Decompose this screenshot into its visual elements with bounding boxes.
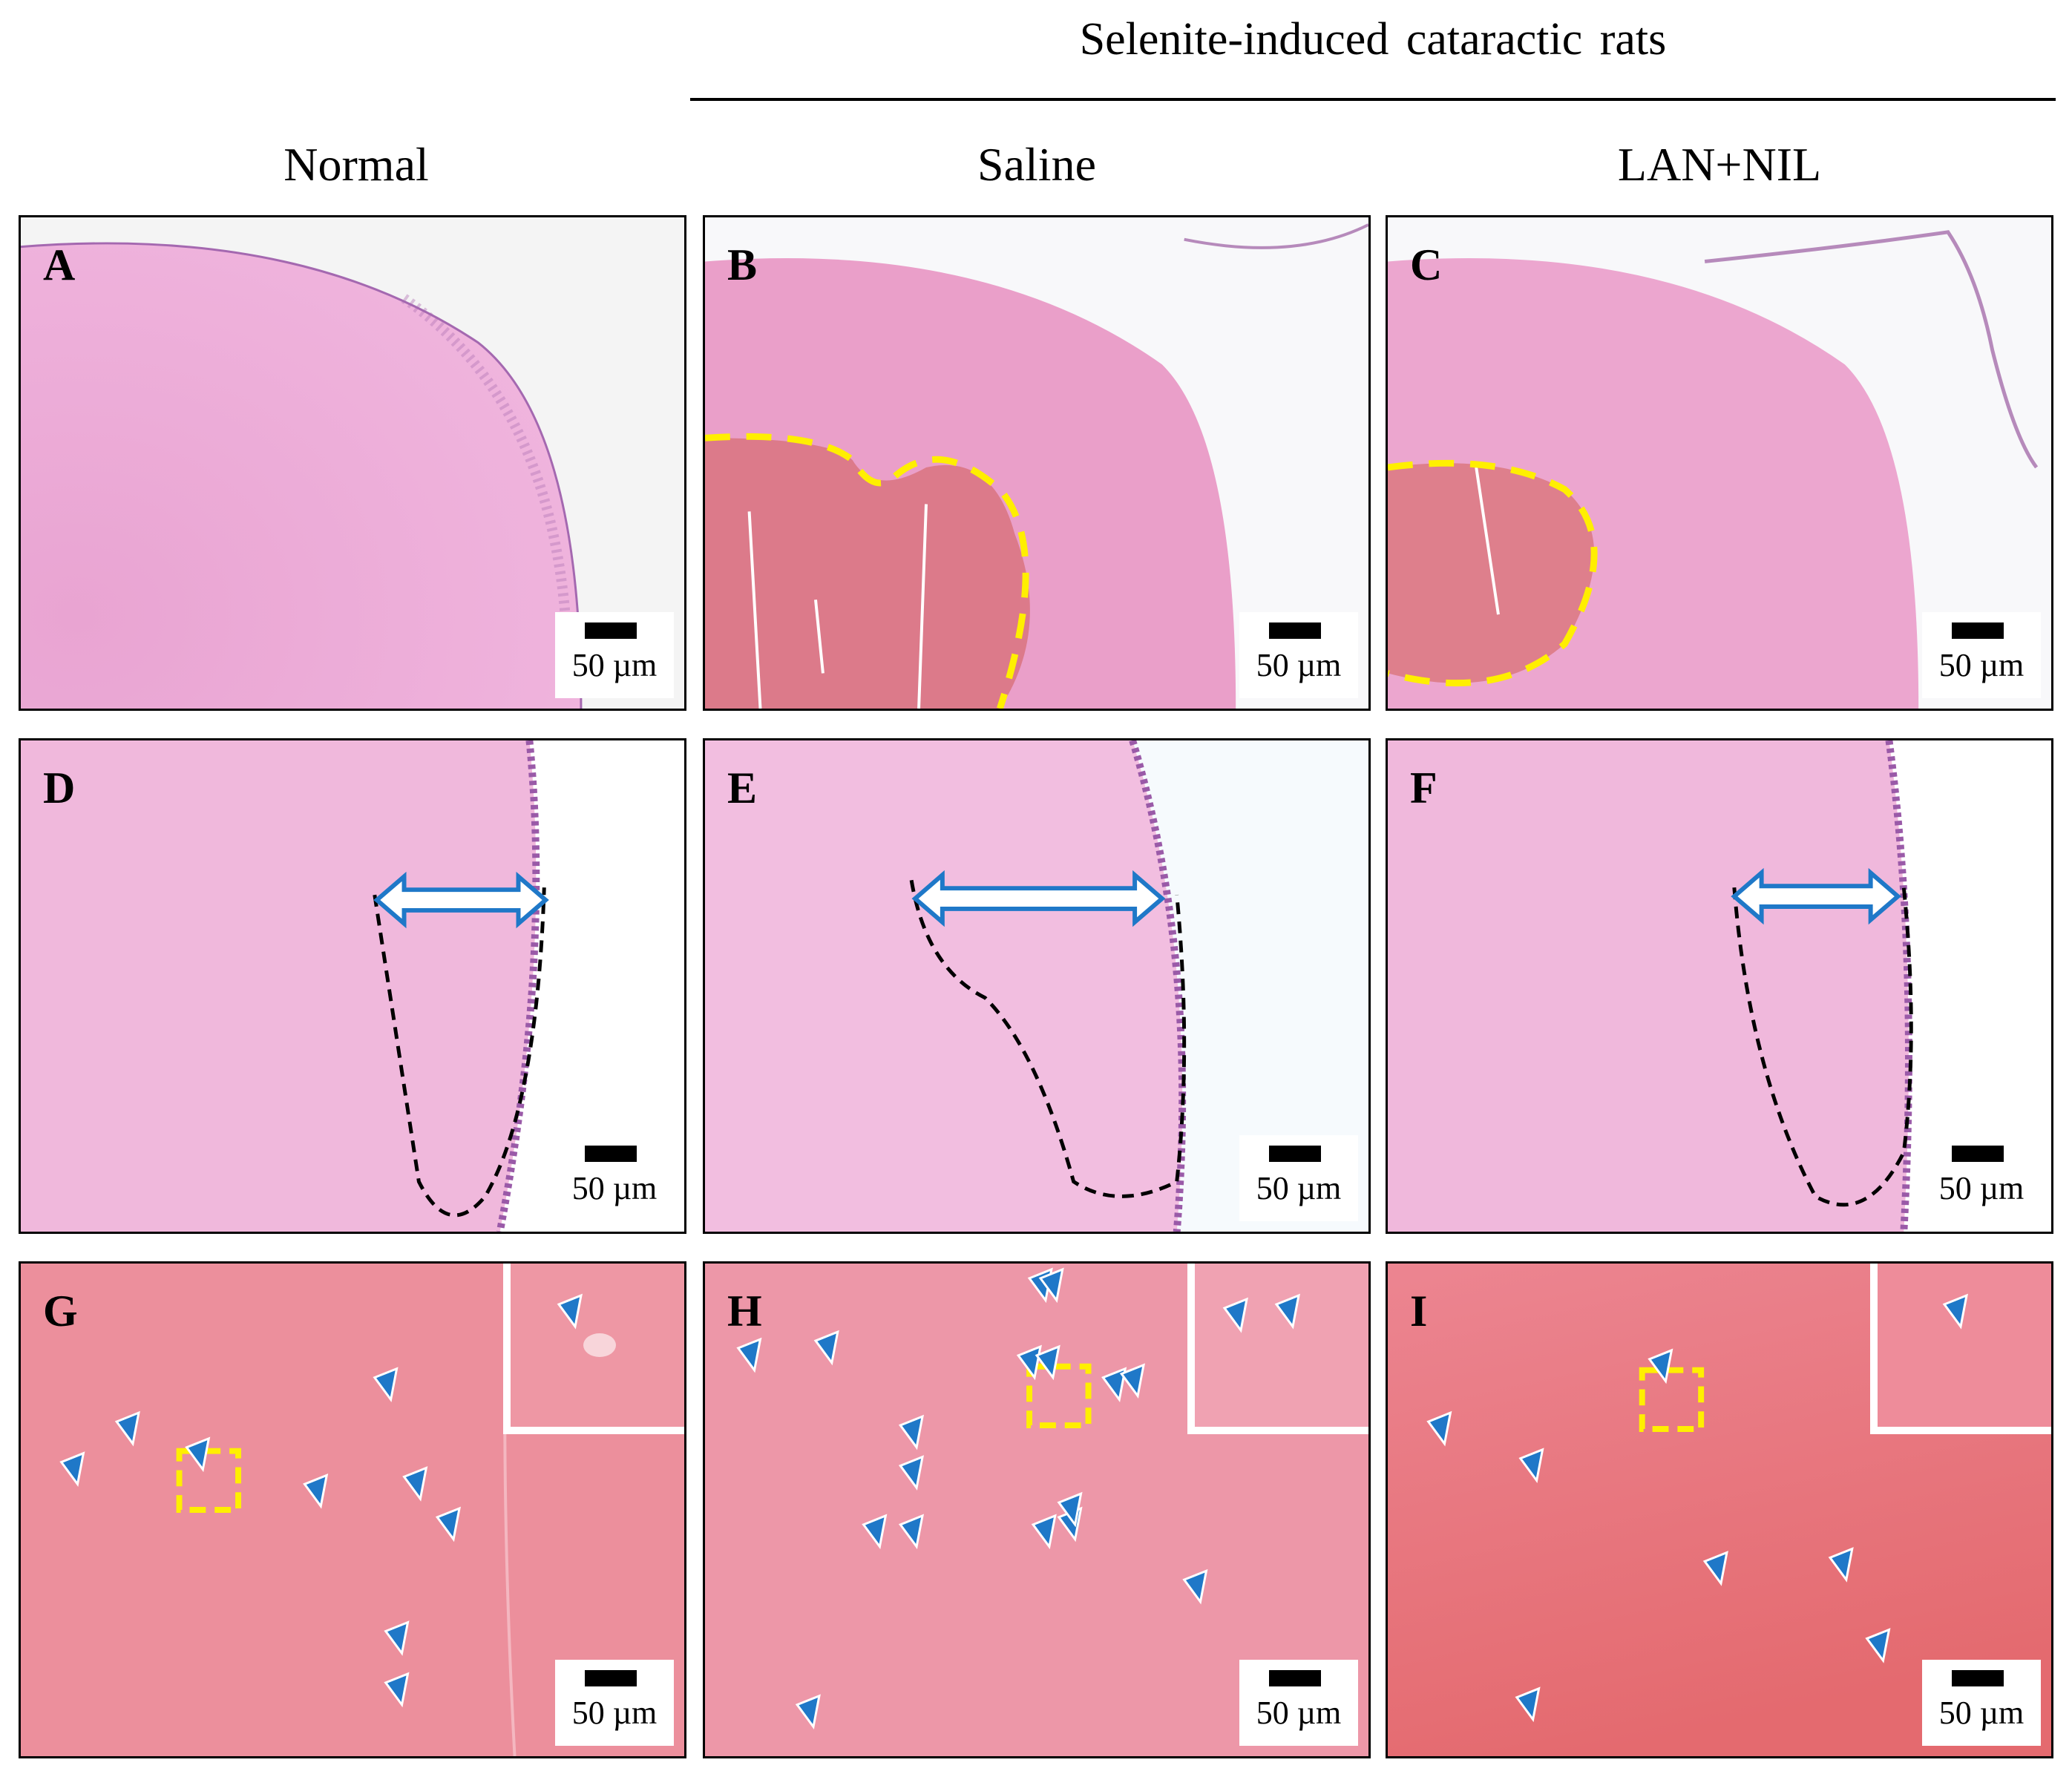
blue-arrowhead-icon	[557, 1293, 583, 1330]
blue-double-arrow-icon	[1731, 867, 1901, 925]
blue-double-arrow-icon	[911, 870, 1166, 927]
scale-bar: 50 µm	[555, 1660, 674, 1746]
column-title-saline: Saline	[977, 138, 1096, 191]
yellow-dashed-box	[1639, 1367, 1705, 1432]
group-divider-line	[690, 98, 2056, 101]
black-dashed-outline	[909, 879, 1187, 1198]
column-title-lan-nil: LAN+NIL	[1617, 138, 1822, 191]
panel-c: C 50 µm	[1386, 215, 2053, 711]
yellow-dashed-box	[1026, 1363, 1092, 1428]
panel-letter: F	[1410, 763, 1437, 812]
panel-letter: I	[1410, 1287, 1428, 1336]
black-dashed-outline	[1732, 887, 1913, 1207]
panel-i: I 50 µm	[1386, 1261, 2053, 1758]
panel-letter: B	[727, 240, 758, 289]
blue-double-arrow-icon	[373, 871, 549, 929]
panel-letter: A	[43, 240, 76, 289]
scale-bar: 50 µm	[1922, 1135, 2041, 1221]
lens-micrograph	[21, 217, 684, 709]
blue-arrowhead-icon	[1426, 1348, 1891, 1723]
yellow-dashed-outline	[705, 433, 1029, 709]
blue-arrowhead-icon	[59, 1367, 462, 1708]
panel-a: A 50 µm	[19, 215, 686, 711]
scale-bar: 50 µm	[1239, 1135, 1358, 1221]
blue-arrowhead-icon	[1942, 1293, 1968, 1330]
panel-h: H 50 µm	[703, 1261, 1371, 1758]
panel-letter: D	[43, 763, 76, 812]
yellow-dashed-outline	[1388, 459, 1598, 687]
scale-bar: 50 µm	[1922, 1660, 2041, 1746]
magnified-inset	[1187, 1264, 1368, 1434]
scale-bar: 50 µm	[555, 612, 674, 698]
magnified-inset	[1870, 1264, 2051, 1434]
panel-b: B 50 µm	[703, 215, 1371, 711]
yellow-dashed-box	[176, 1448, 242, 1513]
column-title-normal: Normal	[283, 138, 429, 191]
blue-arrowhead-icon	[736, 1267, 1208, 1729]
panel-g: G 50 µm	[19, 1261, 686, 1758]
scale-bar: 50 µm	[1922, 612, 2041, 698]
lens-micrograph	[705, 740, 1368, 1232]
scale-bar: 50 µm	[1239, 1660, 1358, 1746]
panel-letter: C	[1410, 240, 1443, 289]
panel-f: F 50 µm	[1386, 738, 2053, 1234]
panel-letter: E	[727, 763, 758, 812]
scale-bar: 50 µm	[1239, 612, 1358, 698]
panel-letter: G	[43, 1287, 78, 1336]
blue-arrowhead-icon	[1222, 1293, 1300, 1333]
lens-micrograph	[1388, 217, 2051, 709]
panel-letter: H	[727, 1287, 762, 1336]
magnified-inset	[503, 1264, 684, 1434]
scale-bar: 50 µm	[555, 1135, 674, 1221]
panel-d: D 50 µm	[19, 738, 686, 1234]
group-title: Selenite-induced cataractic rats	[1079, 14, 1667, 65]
panel-e: E 50 µm	[703, 738, 1371, 1234]
